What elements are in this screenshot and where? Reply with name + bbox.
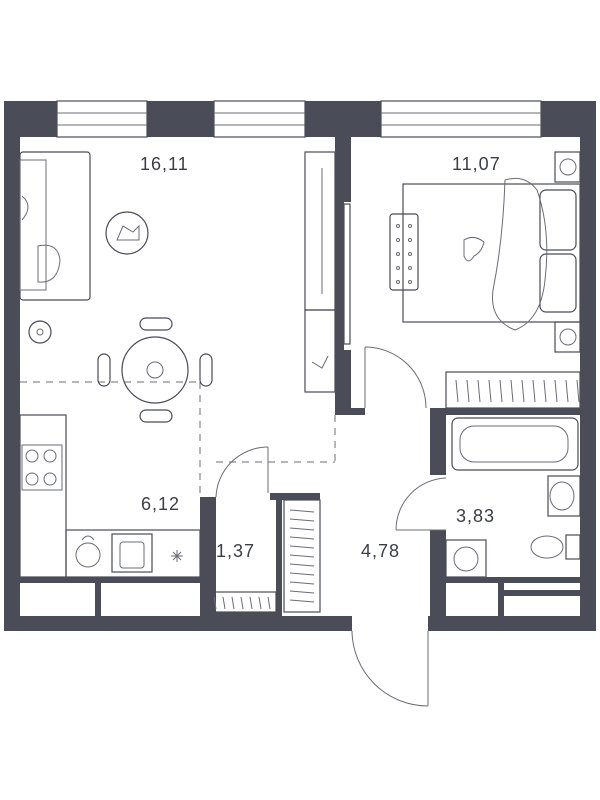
bathtub xyxy=(451,417,579,471)
window-bedroom xyxy=(380,100,542,138)
storage-shelf xyxy=(205,591,277,613)
area-labels: 16,11 11,07 6,12 1,37 4,78 3,83 xyxy=(140,154,501,561)
bedroom-mirror xyxy=(343,203,351,345)
round-table-decor xyxy=(105,211,149,255)
bedroom-area: 11,07 xyxy=(452,154,501,174)
stove xyxy=(21,444,63,491)
window-living-1 xyxy=(56,100,148,138)
storage-door xyxy=(215,446,269,498)
toilet xyxy=(530,534,581,560)
window-living-2 xyxy=(213,100,306,138)
kitchen-area: 6,12 xyxy=(141,494,180,514)
entrance-door xyxy=(351,630,429,707)
bedroom-door xyxy=(364,346,427,409)
kitchen-counter xyxy=(19,414,201,578)
zone-dividers xyxy=(20,381,336,497)
dining-table xyxy=(97,317,213,423)
hallway-area: 4,78 xyxy=(361,541,400,561)
tv-unit xyxy=(304,151,336,393)
bathroom-door xyxy=(395,477,447,531)
living-room-area: 16,11 xyxy=(140,154,189,174)
plant-icon xyxy=(171,550,183,562)
washing-machine xyxy=(445,539,487,578)
hall-wardrobe xyxy=(283,499,321,613)
nightstand-top xyxy=(554,151,581,183)
floor-lamp xyxy=(28,320,52,344)
bed xyxy=(389,177,581,331)
faucet xyxy=(75,535,101,568)
sofa xyxy=(19,151,91,301)
nightstand-bottom xyxy=(554,321,581,353)
kitchen-sink xyxy=(111,533,153,573)
walls xyxy=(4,101,596,631)
bathroom-area: 3,83 xyxy=(456,506,495,526)
washbasin xyxy=(547,475,581,517)
storage-area: 1,37 xyxy=(216,541,255,561)
bedroom-wardrobe xyxy=(445,371,581,409)
